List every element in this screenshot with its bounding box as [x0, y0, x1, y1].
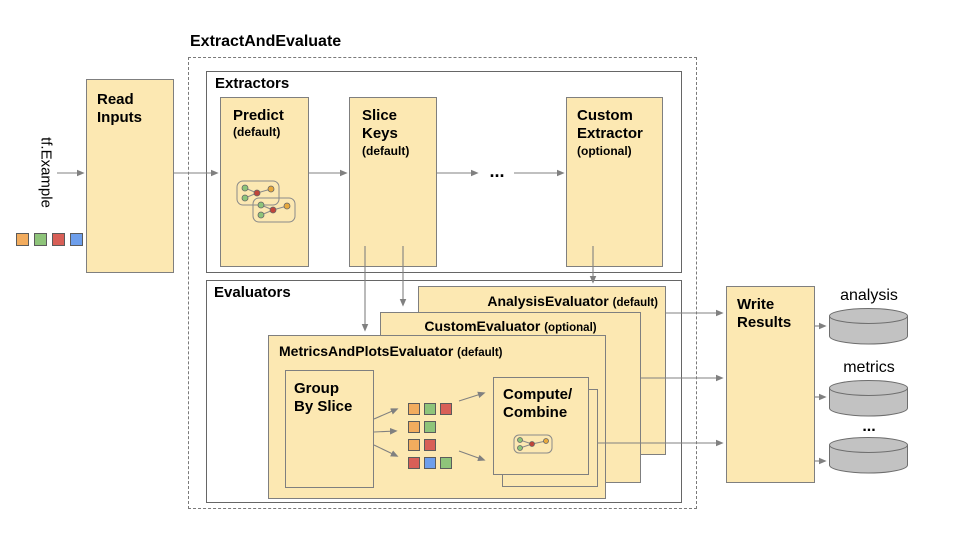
read-inputs-label: Read Inputs [97, 91, 142, 127]
custom-extractor-subtitle: (optional) [577, 143, 632, 158]
extract-and-evaluate-container [188, 57, 697, 509]
red-square [424, 439, 436, 451]
evaluators-container: Evaluators [206, 280, 682, 503]
more-outputs-database-icon [829, 437, 908, 474]
output-metrics-label: metrics [843, 359, 895, 376]
output-analysis-label: analysis [840, 287, 898, 304]
custom-extractor-box: Custom Extractor (optional) [566, 97, 663, 267]
analysis-evaluator-title: AnalysisEvaluator [487, 293, 609, 309]
compute-combine-box: Compute/ Combine [493, 377, 589, 475]
slice-row [408, 421, 452, 433]
green-square [440, 457, 452, 469]
group-by-slice-box: Group By Slice [285, 370, 374, 488]
metrics-and-plots-evaluator-box: MetricsAndPlotsEvaluator (default) Group… [268, 335, 606, 499]
write-results-box: Write Results [726, 286, 815, 483]
orange-square [408, 421, 420, 433]
custom-evaluator-title: CustomEvaluator [424, 318, 541, 334]
custom-evaluator-subtitle: (optional) [544, 322, 597, 334]
metrics-evaluator-subtitle: (default) [457, 347, 503, 359]
red-square [408, 457, 420, 469]
predict-subtitle: (default) [233, 125, 281, 140]
green-square [424, 421, 436, 433]
custom-extractor-title: Custom Extractor [577, 107, 643, 143]
evaluators-label: Evaluators [214, 284, 291, 301]
orange-square [16, 233, 29, 246]
tf-example-squares [16, 233, 83, 246]
output-more-label: ... [862, 418, 876, 435]
model-graph-icon [513, 434, 553, 454]
slice-keys-extractor-box: Slice Keys (default) [349, 97, 437, 267]
green-square [34, 233, 47, 246]
slice-row [408, 439, 452, 451]
predict-title: Predict [233, 107, 284, 124]
more-extractors-ellipsis: ... [489, 161, 505, 181]
slice-keys-subtitle: (default) [362, 143, 410, 158]
slice-row [408, 457, 452, 469]
red-square [52, 233, 65, 246]
metrics-database-icon [829, 380, 908, 417]
blue-square [70, 233, 83, 246]
group-by-slice-label: Group By Slice [294, 380, 353, 416]
blue-square [424, 457, 436, 469]
analysis-database-icon [829, 308, 908, 345]
green-square [424, 403, 436, 415]
metrics-evaluator-title: MetricsAndPlotsEvaluator [279, 343, 454, 359]
slice-keys-title: Slice Keys [362, 107, 398, 143]
predict-extractor-box: Predict (default) [220, 97, 309, 267]
read-inputs-box: Read Inputs [86, 79, 174, 273]
extractors-container: Extractors [206, 71, 682, 273]
analysis-evaluator-subtitle: (default) [612, 297, 658, 309]
compute-combine-label: Compute/ Combine [503, 386, 573, 422]
extractors-label: Extractors [215, 75, 290, 92]
tf-example-label: tf.Example [37, 137, 55, 208]
orange-square [408, 403, 420, 415]
red-square [440, 403, 452, 415]
sliced-data-squares [408, 403, 452, 469]
slice-row [408, 403, 452, 415]
orange-square [408, 439, 420, 451]
write-results-label: Write Results [737, 296, 792, 332]
model-graph-icon [252, 197, 296, 223]
extract-and-evaluate-title: ExtractAndEvaluate [190, 33, 342, 50]
